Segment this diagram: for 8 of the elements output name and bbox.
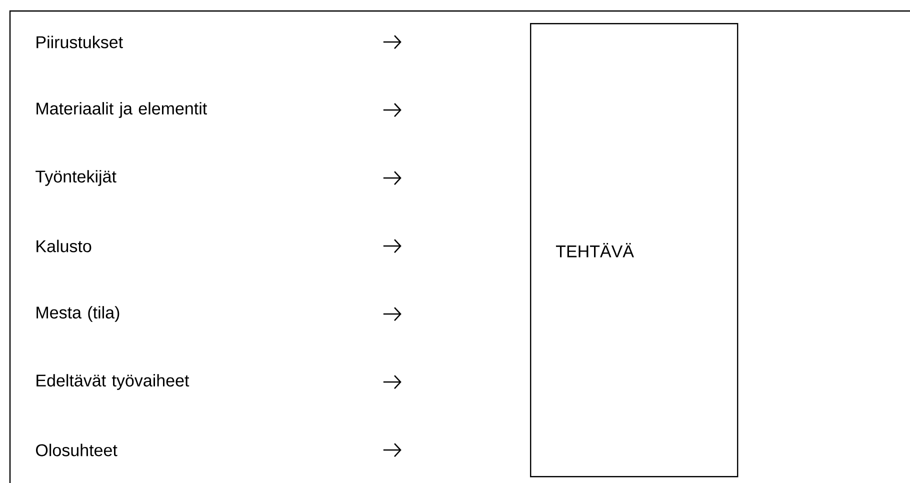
task-box: TEHTÄVÄ (530, 23, 738, 478)
input-label: Kalusto (36, 240, 92, 252)
input-label: Edeltävät työvaiheet (36, 374, 190, 390)
input-label: Mesta (tila) (36, 306, 120, 322)
input-label: Materiaalit ja elementit (36, 102, 207, 118)
input-label: Piirustukset (36, 36, 123, 48)
input-label: Olosuhteet (36, 444, 118, 456)
input-label: Työntekijät (36, 170, 116, 186)
